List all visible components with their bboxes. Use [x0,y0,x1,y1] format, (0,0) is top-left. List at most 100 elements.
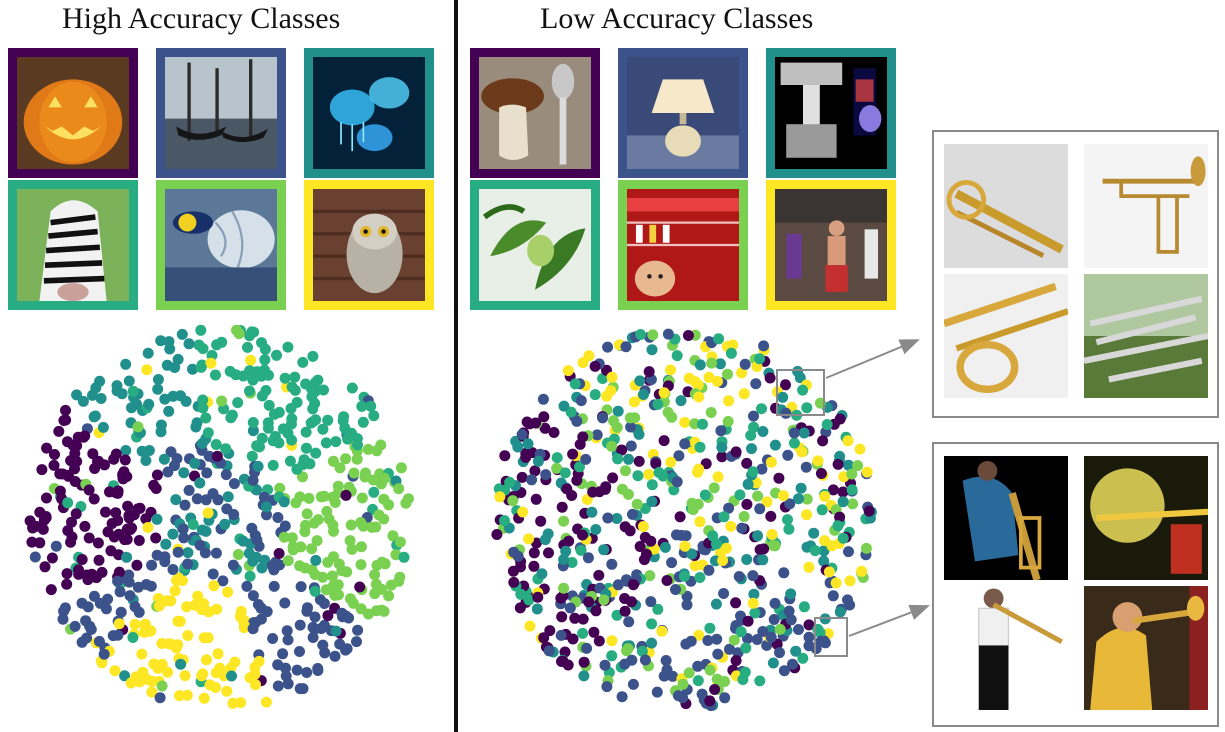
embedding-point [263,399,275,411]
embedding-point [515,588,527,600]
embedding-point [507,565,519,577]
embedding-point [694,572,706,583]
embedding-point [345,593,356,605]
embedding-point [278,531,290,543]
embedding-point [712,471,724,483]
zebra-image-icon [17,189,129,301]
embedding-point [678,570,690,582]
embedding-point [341,643,353,655]
embedding-point [258,491,270,503]
embedding-point [219,518,231,530]
embedding-point [591,429,603,441]
embedding-point [162,466,174,478]
embedding-point [210,667,222,679]
inset-photo [944,144,1068,268]
embedding-point [658,387,670,399]
embedding-point [767,657,779,669]
embedding-point [198,632,210,644]
embedding-point [752,490,764,502]
embedding-point [536,568,548,580]
embedding-point [160,538,172,550]
embedding-point [175,390,186,402]
embedding-point [261,509,272,521]
embedding-point [112,575,124,587]
embedding-point [512,550,524,562]
embedding-point [360,467,371,479]
embedding-point [834,606,846,618]
embedding-point [741,554,753,565]
embedding-point [637,521,649,532]
embedding-point [716,441,728,453]
embedding-point [165,595,177,607]
embedding-point [787,658,798,670]
embedding-point [590,524,602,535]
embedding-point [514,602,526,614]
inset-trombone-players [932,442,1219,727]
embedding-point [567,633,579,645]
embedding-point [693,391,705,403]
embedding-point [815,635,827,647]
embedding-point [624,412,636,424]
embedding-point [211,603,223,615]
embedding-point [39,561,51,573]
jellyfish-image-icon [313,57,425,169]
embedding-point [278,496,290,508]
embedding-point [119,670,131,682]
embedding-point [756,403,767,415]
embedding-point [272,659,284,671]
embedding-point [843,546,854,558]
embedding-point [704,664,716,676]
embedding-point [543,645,555,657]
embedding-point [247,555,259,567]
embedding-point [37,523,49,535]
embedding-point [122,500,134,512]
embedding-point [217,575,229,587]
embedding-point [79,520,91,532]
embedding-point [250,616,262,628]
embedding-point [561,483,573,495]
embedding-point [281,625,293,637]
embedding-point [521,416,533,428]
embedding-point [602,512,614,524]
embedding-point [708,482,720,494]
embedding-point [355,559,367,571]
embedding-point [46,552,58,564]
embedding-point [322,414,334,426]
embedding-point [675,395,687,407]
embedding-point [110,448,122,460]
embedding-point [87,448,99,460]
embedding-point [801,402,813,414]
class-thumbnail [156,180,286,310]
embedding-point [665,456,677,468]
embedding-point [798,427,810,439]
embedding-point [93,455,104,467]
embedding-point [647,329,659,341]
embedding-point [285,418,297,430]
embedding-point [842,435,854,447]
embedding-point [747,570,759,582]
embedding-point [141,364,153,376]
trombone-photo-4-icon [1084,274,1208,398]
embedding-point [140,455,152,466]
embedding-point [589,389,601,401]
embedding-point [246,326,258,338]
embedding-point [694,441,706,453]
embedding-point [602,341,614,353]
embedding-point [773,472,785,484]
embedding-point [632,470,644,482]
embedding-point [330,436,342,448]
machine-image-icon [775,57,887,169]
embedding-point [190,421,202,433]
embedding-point [531,603,543,615]
embedding-point [187,519,199,530]
embedding-point [273,548,285,559]
embedding-point [205,357,217,369]
embedding-point [169,362,181,373]
embedding-point [355,603,367,615]
embedding-point [328,525,339,537]
embedding-point [312,663,324,674]
embedding-point [797,652,809,664]
embedding-point [814,397,826,409]
embedding-point [844,575,856,587]
embedding-point [256,390,268,402]
